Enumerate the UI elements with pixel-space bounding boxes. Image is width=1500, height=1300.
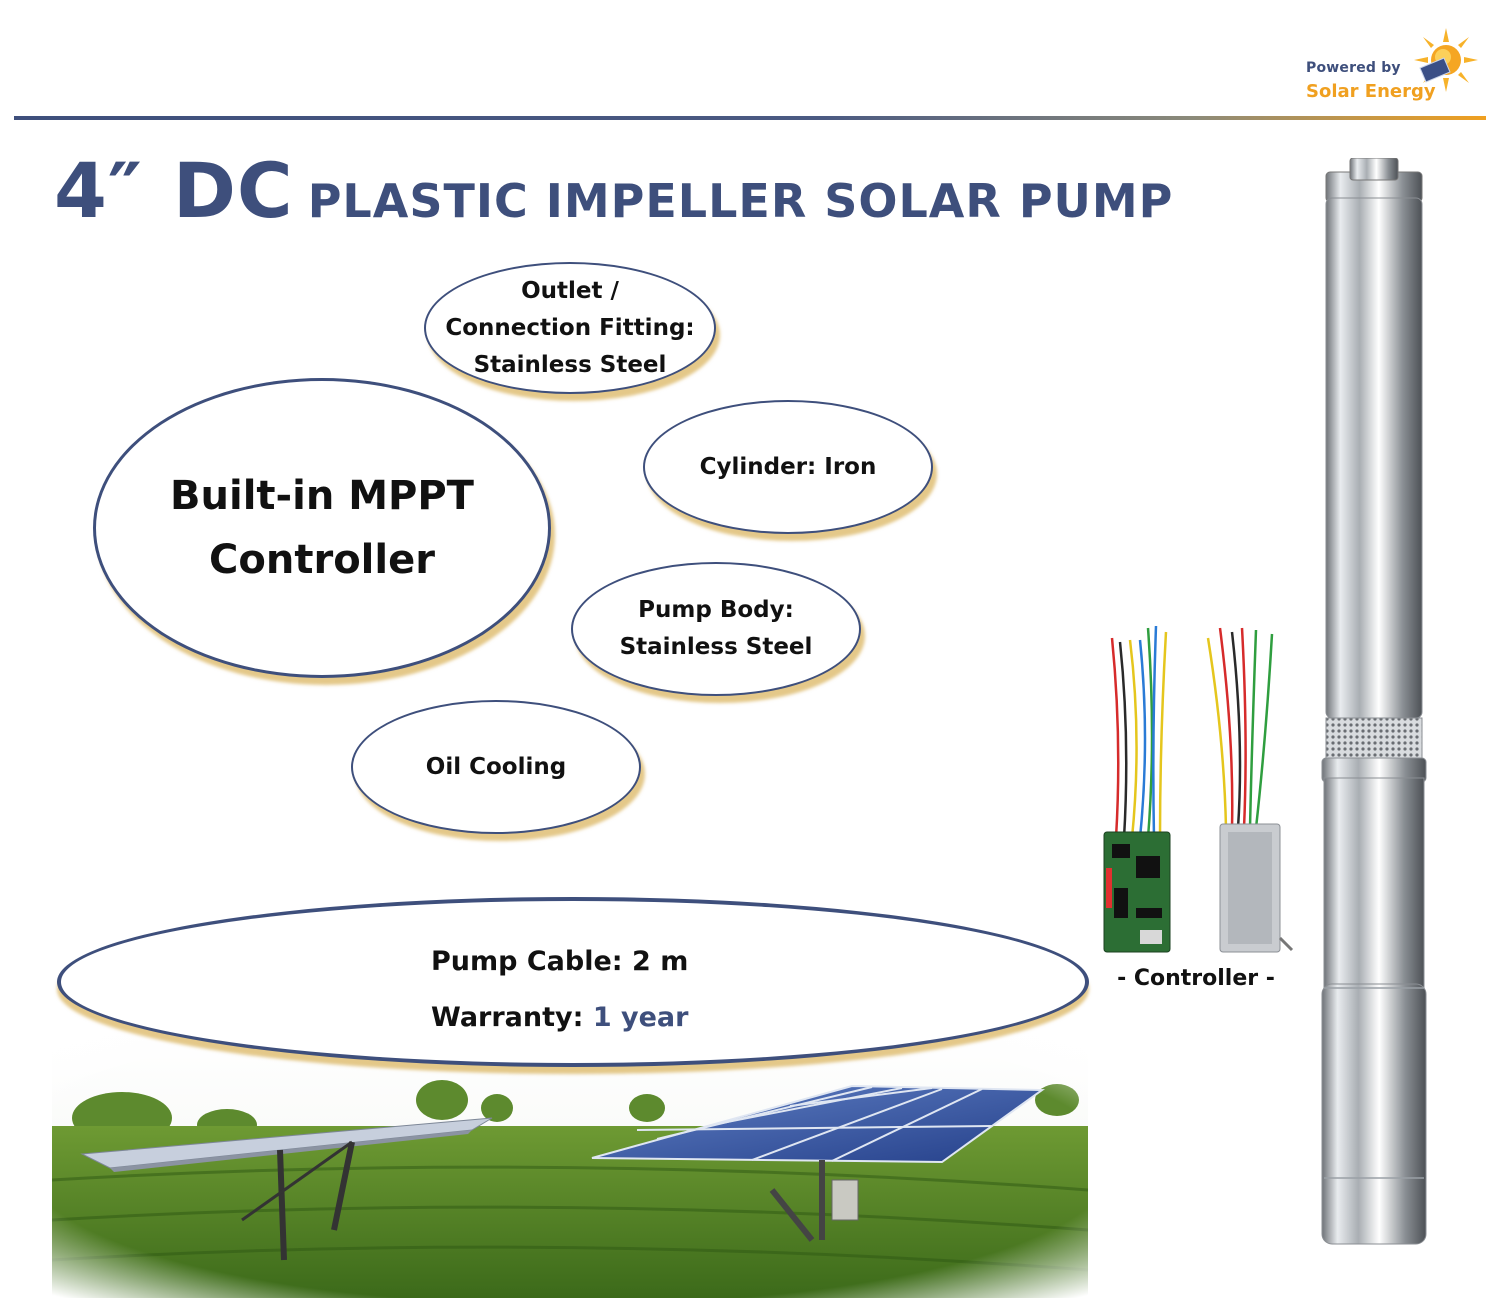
warranty-bubble xyxy=(57,897,1089,1067)
warranty-value: 1 year xyxy=(592,1002,689,1033)
feature-mppt-bubble: Built-in MPPT Controller xyxy=(93,378,551,678)
logo-solar-text: Solar Energy xyxy=(1306,81,1436,102)
title-description: PLASTIC IMPELLER SOLAR PUMP xyxy=(307,174,1174,228)
feature-outlet-line: Stainless Steel xyxy=(473,351,667,378)
feature-body-bubble: Pump Body: Stainless Steel xyxy=(571,562,861,696)
feature-cooling-bubble: Oil Cooling xyxy=(351,700,641,834)
cable-value: 2 m xyxy=(632,946,689,977)
feature-outlet-line: Connection Fitting: xyxy=(445,314,695,341)
warranty-row: Warranty: 1 year xyxy=(431,990,688,1046)
cable-label: Pump Cable: xyxy=(431,946,623,977)
cable-row: Pump Cable: 2 m xyxy=(431,934,688,990)
controller-photo xyxy=(1103,625,1294,953)
feature-mppt-line: Controller xyxy=(209,537,435,583)
title-type: DC xyxy=(172,146,294,235)
warranty-label: Warranty: xyxy=(431,1002,584,1033)
feature-body-line: Pump Body: xyxy=(638,597,794,623)
feature-outlet-bubble: Outlet / Connection Fitting: Stainless S… xyxy=(424,262,716,394)
title-size: 4″ xyxy=(54,146,143,235)
warranty-info: Pump Cable: 2 m Warranty: 1 year xyxy=(431,934,688,1046)
feature-mppt-line: Built-in MPPT xyxy=(170,473,474,519)
feature-body-line: Stainless Steel xyxy=(619,634,813,660)
feature-cylinder-text: Cylinder: Iron xyxy=(699,454,877,480)
header-divider xyxy=(14,116,1486,120)
controller-caption: - Controller - xyxy=(1117,966,1275,991)
solar-energy-logo: Powered by Solar Energy xyxy=(1296,28,1486,108)
logo-powered-text: Powered by xyxy=(1306,60,1401,76)
feature-outlet-line: Outlet / xyxy=(521,277,619,304)
feature-cooling-text: Oil Cooling xyxy=(425,754,567,780)
solar-field-photo xyxy=(52,1030,1088,1298)
feature-cylinder-bubble: Cylinder: Iron xyxy=(643,400,933,534)
sun-icon xyxy=(1414,28,1478,92)
pump-photo xyxy=(1321,158,1427,1245)
